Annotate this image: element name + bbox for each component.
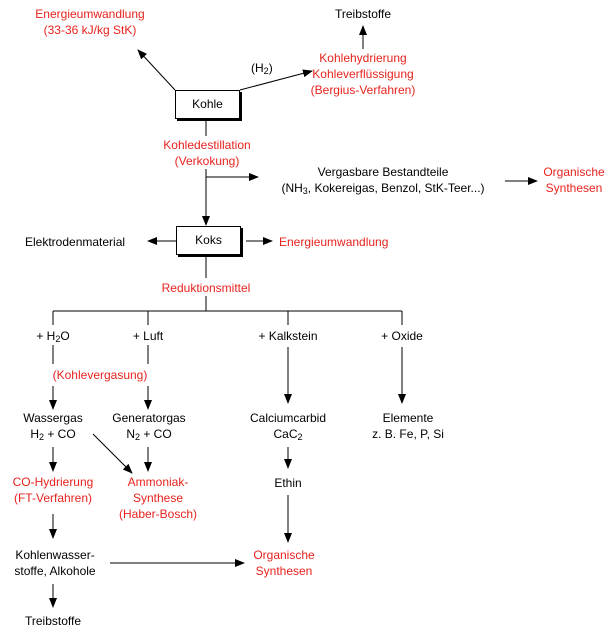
node-label: (33-36 kJ/kg StK) <box>43 23 137 37</box>
label-h2-close: ) <box>268 61 273 75</box>
node-label: Calciumcarbid <box>249 411 327 425</box>
node-kohlehydrierung: Kohlehydrierung Kohleverflüssigung (Berg… <box>303 50 423 98</box>
node-ammoniak-synthese: Ammoniak- Synthese (Haber-Bosch) <box>108 474 208 522</box>
node-label: Organische <box>253 548 315 562</box>
node-ethin: Ethin <box>274 476 302 490</box>
label-co: + CO <box>44 427 76 441</box>
node-elemente: Elemente z. B. Fe, P, Si <box>360 410 456 442</box>
node-label: Kohlenwasser- <box>15 548 95 562</box>
node-reduktionsmittel: Reduktionsmittel <box>161 281 251 295</box>
node-energieumwandlung-koks: Energieumwandlung <box>279 235 389 249</box>
node-label: Synthesen <box>255 564 313 578</box>
node-treibstoffe-bottom: Treibstoffe <box>24 614 82 628</box>
node-label: Kohledestillation <box>163 138 251 152</box>
node-plus-kalkstein: + Kalkstein <box>258 329 318 343</box>
node-label: Vergasbare Bestandteile <box>317 165 449 179</box>
node-label: CO-Hydrierung <box>12 475 94 489</box>
node-label: z. B. Fe, P, Si <box>372 427 444 441</box>
node-kohlenwasserstoffe: Kohlenwasser- stoffe, Alkohole <box>2 547 108 579</box>
label-h: H <box>30 427 39 441</box>
node-label: H2 + CO <box>16 426 90 442</box>
node-label: Synthese <box>132 491 184 505</box>
node-energieumwandlung-top: Energieumwandlung (33-36 kJ/kg StK) <box>30 6 150 38</box>
label-n: N <box>126 427 135 441</box>
node-kohledestillation: Kohledestillation (Verkokung) <box>150 137 264 169</box>
node-plus-luft: + Luft <box>132 329 164 343</box>
label-cac-sub: 2 <box>297 432 303 442</box>
node-kohle: Kohle <box>175 90 240 119</box>
node-label: Elemente <box>382 411 434 425</box>
node-label: Energieumwandlung <box>35 7 145 21</box>
node-calciumcarbid: Calciumcarbid CaC2 <box>240 410 336 442</box>
node-plus-oxide: + Oxide <box>381 329 423 343</box>
node-label: (NH3, Kokereigas, Benzol, StK-Teer...) <box>265 180 501 196</box>
label-h2o-sub: 2 <box>55 334 61 344</box>
label-h2: (H2) <box>251 60 273 76</box>
label-h2-text: (H <box>251 61 264 75</box>
edge-kohle-hydrierung <box>239 69 313 91</box>
node-koks: Koks <box>176 226 241 255</box>
node-label: CaC2 <box>240 426 336 442</box>
node-label: Wassergas <box>23 411 83 425</box>
node-label: (Haber-Bosch) <box>118 507 198 521</box>
node-organische-synthesen-right: Organische Synthesen <box>538 164 610 196</box>
node-generatorgas: Generatorgas N2 + CO <box>108 410 190 442</box>
node-label: Kohlehydrierung <box>319 51 407 65</box>
node-label: (Verkokung) <box>174 154 240 168</box>
node-label: stoffe, Alkohole <box>14 564 96 578</box>
node-label: Synthesen <box>545 181 603 195</box>
edge-kohle-energie <box>137 49 176 91</box>
label-nh-sub: 3 <box>302 186 308 196</box>
node-label: Ammoniak- <box>127 475 189 489</box>
label-h2o-b: O <box>60 329 70 343</box>
node-vergasbare-bestandteile: Vergasbare Bestandteile (NH3, Kokereigas… <box>265 164 501 196</box>
node-label: Generatorgas <box>112 411 186 425</box>
label-n-sub: 2 <box>134 432 140 442</box>
node-label: (Bergius-Verfahren) <box>310 83 416 97</box>
label-co: + CO <box>140 427 172 441</box>
label-vergasbar-rest: , Kokereigas, Benzol, StK-Teer...) <box>307 181 485 195</box>
node-treibstoffe-top: Treibstoffe <box>334 7 392 21</box>
node-plus-h2o: + H2O <box>28 328 78 344</box>
node-label: (FT-Verfahren) <box>13 491 93 505</box>
node-co-hydrierung: CO-Hydrierung (FT-Verfahren) <box>3 474 103 506</box>
node-organische-synthesen-bottom: Organische Synthesen <box>246 547 322 579</box>
label-cac: CaC <box>273 427 298 441</box>
node-label: N2 + CO <box>108 426 190 442</box>
node-label: Kohleverflüssigung <box>312 67 414 81</box>
node-kohlevergasung: (Kohlevergasung) <box>52 368 148 382</box>
node-elektrodenmaterial: Elektrodenmaterial <box>25 235 126 249</box>
label-h2o-a: + H <box>36 329 56 343</box>
edge-wassergas-ammoniak <box>92 433 133 474</box>
node-wassergas: Wassergas H2 + CO <box>16 410 90 442</box>
label-h-sub: 2 <box>38 432 44 442</box>
label-h2-sub: 2 <box>263 66 269 76</box>
label-nh: (NH <box>281 181 303 195</box>
node-label: Organische <box>543 165 605 179</box>
